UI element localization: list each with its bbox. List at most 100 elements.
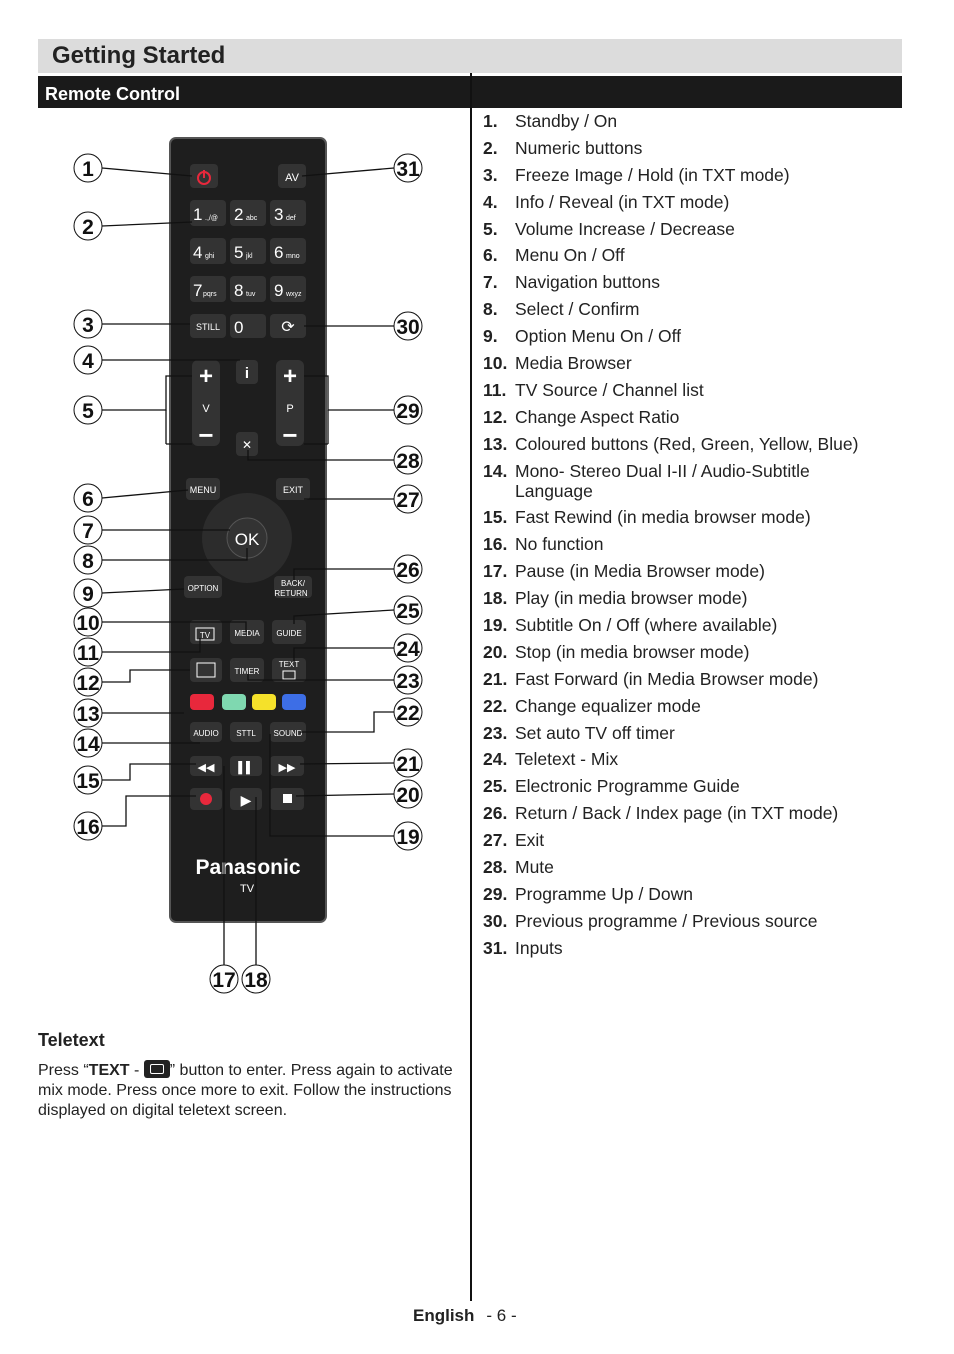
svg-text:13: 13 — [76, 703, 99, 726]
svg-text:3: 3 — [82, 314, 94, 337]
list-item: 4.Info / Reveal (in TXT mode) — [483, 191, 730, 212]
list-item: 21.Fast Forward (in Media Browser mode) — [483, 668, 819, 689]
mute-button — [236, 432, 258, 456]
svg-text:1: 1 — [193, 205, 202, 224]
svg-text:BACK/: BACK/ — [281, 579, 306, 588]
svg-text:MENU: MENU — [190, 485, 217, 495]
svg-text:MEDIA: MEDIA — [234, 629, 260, 638]
svg-text:24: 24 — [396, 638, 420, 661]
svg-text:EXIT: EXIT — [283, 485, 304, 495]
page-title: Getting Started — [52, 42, 226, 69]
svg-text:abc: abc — [246, 215, 258, 222]
svg-text:15: 15 — [76, 770, 100, 793]
green-button — [222, 694, 246, 710]
pause-button — [230, 756, 262, 776]
svg-text:jkl: jkl — [245, 253, 253, 260]
svg-text:19: 19 — [396, 826, 419, 849]
swap-icon: ⟳ — [281, 319, 295, 336]
svg-text:7: 7 — [82, 520, 94, 543]
svg-text:22: 22 — [396, 702, 419, 725]
svg-text:RETURN: RETURN — [274, 589, 308, 598]
option-button — [184, 576, 222, 598]
button-legend: 1.Standby / On 2.Numeric buttons 3.Freez… — [483, 111, 885, 965]
svg-text:10: 10 — [76, 612, 99, 635]
svg-text:−: − — [198, 420, 213, 450]
svg-text:16: 16 — [76, 816, 99, 839]
svg-text:11: 11 — [77, 642, 100, 665]
av-label: AV — [285, 172, 300, 184]
list-item: 1.Standby / On — [483, 111, 618, 131]
svg-text:OK: OK — [235, 530, 260, 549]
list-item: 20.Stop (in media browser mode) — [483, 641, 750, 662]
svg-text:mno: mno — [286, 253, 300, 260]
svg-text:8: 8 — [234, 281, 243, 300]
svg-text:STILL: STILL — [196, 322, 220, 332]
svg-text:−: − — [282, 420, 297, 450]
play-icon: ▶ — [241, 792, 252, 808]
list-item: 11.TV Source / Channel list — [483, 379, 704, 400]
svg-text:TV: TV — [200, 631, 211, 640]
list-item: 5.Volume Increase / Decrease — [483, 218, 735, 239]
list-item: 10.Media Browser — [483, 353, 632, 374]
timer-button — [230, 658, 264, 682]
list-item: 6.Menu On / Off — [483, 245, 625, 266]
brand-logo: Panasonic — [195, 856, 300, 879]
play-button — [230, 788, 262, 810]
media-button — [230, 620, 264, 644]
list-item: 29.Programme Up / Down — [483, 883, 693, 904]
swap-button — [270, 314, 306, 338]
page-footer: English- 6 - — [413, 1306, 517, 1326]
list-item: 8.Select / Confirm — [483, 299, 640, 320]
svg-text:4: 4 — [82, 350, 94, 373]
svg-text:30: 30 — [396, 316, 419, 339]
red-button — [190, 694, 214, 710]
svg-text:wxyz: wxyz — [285, 291, 302, 298]
program-rocker — [276, 360, 304, 446]
list-item: 24.Teletext - Mix — [483, 749, 619, 770]
svg-text:P: P — [286, 403, 293, 415]
rewind-button — [190, 756, 222, 776]
svg-text:23: 23 — [396, 670, 419, 693]
svg-text:26: 26 — [396, 559, 419, 582]
sttl-button — [230, 722, 262, 742]
svg-text:5: 5 — [82, 400, 94, 423]
list-item: 12.Change Aspect Ratio — [483, 406, 680, 427]
svg-text:3: 3 — [274, 205, 283, 224]
svg-text:2: 2 — [82, 216, 94, 239]
svg-text:8: 8 — [82, 550, 94, 573]
svg-text:20: 20 — [396, 784, 419, 807]
info-icon: i — [245, 365, 249, 382]
subsection-title: Remote Control — [45, 84, 180, 104]
svg-text:9: 9 — [274, 281, 283, 300]
list-item: 31.Inputs — [483, 937, 563, 958]
still-button — [190, 314, 226, 338]
svg-text:+: + — [283, 363, 297, 390]
zero-button — [230, 314, 266, 338]
list-item: 3.Freeze Image / Hold (in TXT mode) — [483, 164, 790, 185]
svg-text:STTL: STTL — [236, 729, 256, 738]
svg-text:V: V — [202, 403, 210, 415]
svg-text:.,/@: .,/@ — [205, 215, 218, 222]
column-divider — [470, 73, 472, 1301]
back-button — [274, 576, 312, 598]
sound-button — [270, 722, 306, 742]
svg-text:18: 18 — [244, 969, 268, 992]
svg-text:TEXT: TEXT — [279, 660, 300, 669]
list-item: 26.Return / Back / Index page (in TXT mo… — [483, 803, 839, 824]
mute-icon: ✕ — [242, 438, 252, 452]
svg-text:14: 14 — [76, 733, 100, 756]
ffwd-button — [270, 756, 304, 776]
svg-text:0: 0 — [234, 318, 243, 337]
svg-text:OPTION: OPTION — [188, 584, 219, 593]
teletext-heading: Teletext — [38, 1030, 105, 1050]
volume-rocker — [192, 360, 220, 446]
svg-text:1: 1 — [82, 158, 94, 181]
svg-text:4: 4 — [193, 243, 202, 262]
list-item: 13.Coloured buttons (Red, Green, Yellow,… — [483, 433, 859, 454]
list-item: 22.Change equalizer mode — [483, 695, 701, 716]
text-button — [272, 658, 306, 682]
svg-text:6: 6 — [274, 243, 283, 262]
svg-text:ghi: ghi — [205, 253, 215, 260]
